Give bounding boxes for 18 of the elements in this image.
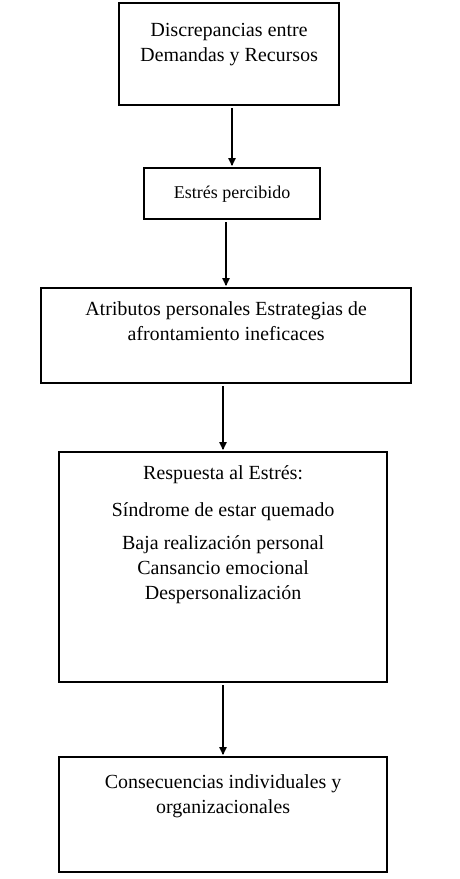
box-text: Discrepancias entre Demandas y Recursos — [139, 18, 319, 68]
box-text: Respuesta al Estrés: — [143, 461, 303, 486]
process-box — [143, 167, 321, 220]
box-text: Baja realización personal — [122, 531, 324, 556]
arrow — [228, 108, 236, 166]
box-text: Cansancio emocional — [137, 556, 309, 581]
box-text: Atributos personales Estrategias de afrontamiento ineficaces — [84, 297, 368, 347]
box-text: Consecuencias individuales y organizacionales — [104, 770, 342, 820]
box-text: Despersonalización — [144, 581, 302, 606]
arrow — [219, 685, 227, 755]
box-text: Estrés percibido — [174, 181, 290, 204]
process-box — [58, 756, 388, 873]
process-box — [58, 451, 388, 683]
process-box — [118, 2, 340, 106]
process-box — [40, 287, 412, 384]
arrow — [219, 386, 227, 450]
box-text: Síndrome de estar quemado — [112, 498, 334, 523]
arrow — [222, 222, 230, 286]
